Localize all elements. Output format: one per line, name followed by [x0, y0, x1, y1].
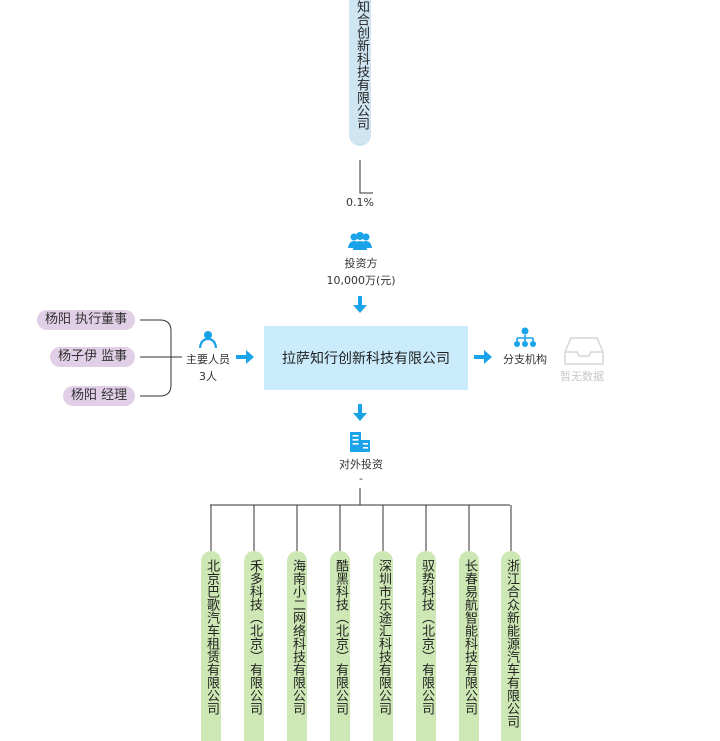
subsidiary-node[interactable]: 驭势科技（北京）有限公司	[416, 551, 436, 741]
subsidiary-node[interactable]: 浙江合众新能源汽车有限公司	[501, 551, 521, 741]
company-node[interactable]: 拉萨知行创新科技有限公司	[264, 326, 468, 390]
subsidiary-node[interactable]: 禾多科技（北京）有限公司	[244, 551, 264, 741]
building-icon	[350, 432, 370, 452]
subsidiary-node[interactable]: 长春易航智能科技有限公司	[459, 551, 479, 741]
investments-value: -	[359, 472, 363, 485]
shareholding-percent: 0.1%	[346, 196, 374, 209]
branches-empty-text: 暂无数据	[560, 370, 604, 383]
registered-capital: 10,000万(元)	[326, 274, 396, 287]
arrow-right-icon	[474, 350, 492, 364]
subsidiary-node[interactable]: 北京巴歌汽车租赁有限公司	[201, 551, 221, 741]
person-item[interactable]: 杨阳 执行董事	[37, 310, 136, 330]
investments-label: 对外投资	[339, 458, 383, 471]
arrow-down-icon	[353, 296, 367, 313]
empty-inbox-icon	[564, 337, 604, 365]
personnel-label: 主要人员	[186, 353, 230, 366]
people-group-icon	[348, 232, 372, 250]
arrow-right-icon	[236, 350, 254, 364]
arrow-down-icon	[353, 404, 367, 421]
subsidiary-node[interactable]: 深圳市乐途汇科技有限公司	[373, 551, 393, 741]
branches-label: 分支机构	[503, 353, 547, 366]
subsidiary-node[interactable]: 海南小二网络科技有限公司	[287, 551, 307, 741]
subsidiary-node[interactable]: 酷黑科技（北京）有限公司	[330, 551, 350, 741]
company-name: 拉萨知行创新科技有限公司	[282, 351, 450, 367]
shareholder-node[interactable]: 知合创新科技有限公司	[349, 0, 371, 146]
investor-label: 投资方	[344, 257, 378, 270]
personnel-count: 3人	[199, 370, 217, 383]
org-tree-icon	[514, 327, 536, 347]
person-icon	[198, 331, 218, 348]
person-item[interactable]: 杨阳 经理	[63, 386, 136, 406]
person-item[interactable]: 杨子伊 监事	[50, 347, 136, 367]
